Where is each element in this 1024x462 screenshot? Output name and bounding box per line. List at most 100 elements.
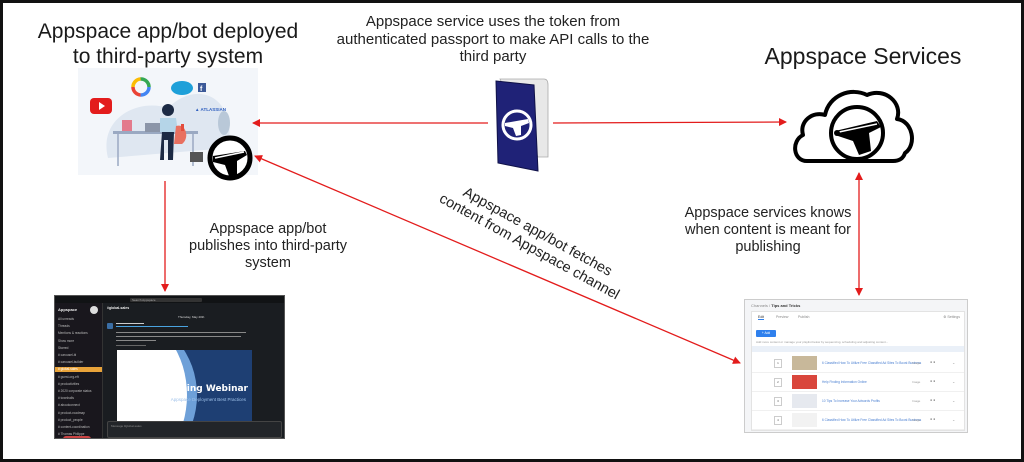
diagram-canvas: Appspace app/bot deployed to third-party… bbox=[3, 3, 1021, 459]
desk bbox=[113, 131, 198, 134]
sidebar-item[interactable]: # carousel-builder bbox=[58, 360, 84, 365]
passport-label-line1: Appspace service uses the token from bbox=[365, 13, 621, 30]
workspace-avatar[interactable] bbox=[90, 306, 98, 314]
sidebar-item[interactable]: All unreads bbox=[58, 317, 74, 321]
salesforce-logo-icon bbox=[171, 81, 193, 95]
banner-arc bbox=[117, 350, 197, 423]
sidebar-item[interactable]: # carousel-bl bbox=[58, 353, 77, 357]
sidebar-item[interactable]: Show more bbox=[58, 338, 75, 343]
playlist-description: Add more content or manage your playlist… bbox=[756, 340, 889, 344]
sidebar-item[interactable]: # productivities bbox=[58, 381, 80, 386]
date-divider: Thursday, May 20th bbox=[178, 315, 205, 319]
breadcrumb: Channels / Tips and Tricks bbox=[751, 303, 801, 308]
youtube-play-icon bbox=[99, 102, 105, 110]
third-party-title-line1: Appspace app/bot deployed bbox=[37, 20, 299, 43]
sidebar-item[interactable]: # townhalls bbox=[58, 396, 74, 401]
passport-label: Appspace service uses the token from aut… bbox=[328, 13, 658, 66]
sidebar-item[interactable]: # guest-org-eft bbox=[58, 374, 79, 379]
arrow-fetch-content bbox=[254, 155, 741, 364]
tab-edit[interactable]: Edit bbox=[758, 315, 765, 320]
playlist-row[interactable]: 2 Help Finding Information Online Image ● ●… bbox=[752, 373, 964, 392]
binders bbox=[122, 120, 132, 131]
row-title[interactable]: 10 Tips To Increase Your Adwords Profits bbox=[822, 399, 880, 403]
breadcrumb-root[interactable]: Channels bbox=[751, 303, 768, 308]
row-title[interactable]: 6 Classified How To Utilize Free Classif… bbox=[822, 361, 922, 365]
arrow-passport-to-services bbox=[552, 118, 787, 127]
row-type: Image bbox=[912, 380, 921, 384]
message-meta-line bbox=[116, 345, 146, 347]
bot-avatar bbox=[107, 323, 113, 329]
row-type: Image bbox=[912, 399, 921, 403]
chevron-down-icon[interactable]: ⌄ bbox=[952, 379, 956, 384]
cloud-icon bbox=[793, 89, 914, 163]
plant bbox=[218, 111, 230, 135]
row-order[interactable]: 1 bbox=[774, 359, 782, 368]
row-thumbnail bbox=[792, 394, 817, 408]
row-order[interactable]: 4 bbox=[774, 416, 782, 425]
workspace-name[interactable]: Appspace bbox=[58, 307, 78, 312]
briefcase-icon bbox=[190, 152, 203, 162]
row-actions[interactable]: ● ● bbox=[930, 398, 936, 402]
playlist-row[interactable]: 1 6 Classified How To Utilize Free Classi… bbox=[752, 354, 964, 373]
sidebar-item[interactable]: # global-sales bbox=[55, 367, 102, 373]
message-sender-line bbox=[116, 323, 144, 325]
message-link[interactable] bbox=[116, 326, 188, 328]
chevron-down-icon[interactable]: ⌄ bbox=[952, 417, 956, 422]
banner-subtitle: Appspace Deployment Best Practices bbox=[170, 397, 246, 402]
sidebar-item[interactable]: # Thomas Philippe bbox=[58, 432, 85, 437]
row-type: Image bbox=[912, 361, 921, 365]
row-actions[interactable]: ● ● bbox=[930, 360, 936, 364]
row-type: Image bbox=[912, 418, 921, 422]
person-body bbox=[160, 118, 178, 132]
message-text-line bbox=[116, 340, 156, 342]
row-thumbnail bbox=[792, 413, 817, 427]
laptop-icon bbox=[145, 123, 161, 132]
breadcrumb-current: Tips and Tricks bbox=[771, 303, 801, 308]
row-title[interactable]: 6 Classified How To Utilize Free Classif… bbox=[822, 418, 922, 422]
row-thumbnail bbox=[792, 356, 817, 370]
chevron-down-icon[interactable]: ⌄ bbox=[952, 360, 956, 365]
webinar-banner[interactable]: Upcoming Webinar Appspace Deployment Bes… bbox=[117, 350, 252, 423]
chevron-down-icon[interactable]: ⌄ bbox=[952, 398, 956, 403]
third-party-title: Appspace app/bot deployed to third-party… bbox=[23, 20, 313, 70]
atlassian-logo-icon: ▲ ATLASSIAN bbox=[195, 107, 226, 112]
arrows-layer bbox=[161, 118, 863, 364]
google-logo-icon bbox=[131, 77, 151, 97]
sidebar-item[interactable]: Mentions & reactions bbox=[58, 331, 88, 336]
compose-placeholder: Message #global-sales bbox=[111, 424, 142, 428]
row-title[interactable]: Help Finding Information Online bbox=[822, 380, 867, 384]
person-legs bbox=[160, 132, 174, 160]
person-head bbox=[162, 104, 174, 116]
sidebar-item[interactable]: Threads bbox=[58, 324, 70, 329]
sidebar-item[interactable]: # aboutconnect bbox=[58, 403, 80, 408]
third-party-title-line2: to third-party system bbox=[72, 44, 264, 68]
chat-topbar: Search Appspace bbox=[55, 296, 284, 303]
playlist-header bbox=[752, 346, 964, 352]
chat-search-input[interactable]: Search Appspace bbox=[130, 297, 202, 302]
sidebar-item[interactable]: # product-roadmap bbox=[58, 410, 85, 415]
settings-button[interactable]: ⚙ Settings bbox=[943, 315, 960, 319]
sidebar-item[interactable]: # product_people bbox=[58, 417, 83, 422]
message-text-line bbox=[116, 336, 241, 338]
sidebar-item[interactable]: # 2020 corporate status bbox=[58, 389, 92, 393]
row-actions[interactable]: ● ● bbox=[930, 417, 936, 421]
passport-label-line2: authenticated passport to make API calls… bbox=[336, 30, 650, 48]
playlist-row[interactable]: 3 10 Tips To Increase Your Adwords Profit… bbox=[752, 392, 964, 411]
message-compose-input[interactable]: Message #global-sales bbox=[107, 421, 282, 438]
row-order[interactable]: 2 bbox=[774, 378, 782, 387]
tab-preview[interactable]: Preview bbox=[776, 315, 789, 319]
sidebar-item[interactable]: Starred bbox=[58, 345, 69, 350]
row-order[interactable]: 3 bbox=[774, 397, 782, 406]
appspace-channel-screenshot: Channels / Tips and Tricks Edit Preview … bbox=[744, 299, 968, 433]
new-message-button[interactable] bbox=[63, 436, 91, 438]
appspace-services-title: Appspace Services bbox=[764, 43, 962, 69]
tab-publish[interactable]: Publish bbox=[798, 315, 810, 319]
row-actions[interactable]: ● ● bbox=[930, 379, 936, 383]
banner-title: Upcoming Webinar bbox=[152, 384, 248, 394]
sidebar-item[interactable]: # content-coordination bbox=[58, 425, 90, 429]
add-button[interactable]: + Add bbox=[756, 330, 776, 337]
passport-icon bbox=[495, 78, 549, 172]
playlist-row[interactable]: 4 6 Classified How To Utilize Free Classi… bbox=[752, 411, 964, 430]
